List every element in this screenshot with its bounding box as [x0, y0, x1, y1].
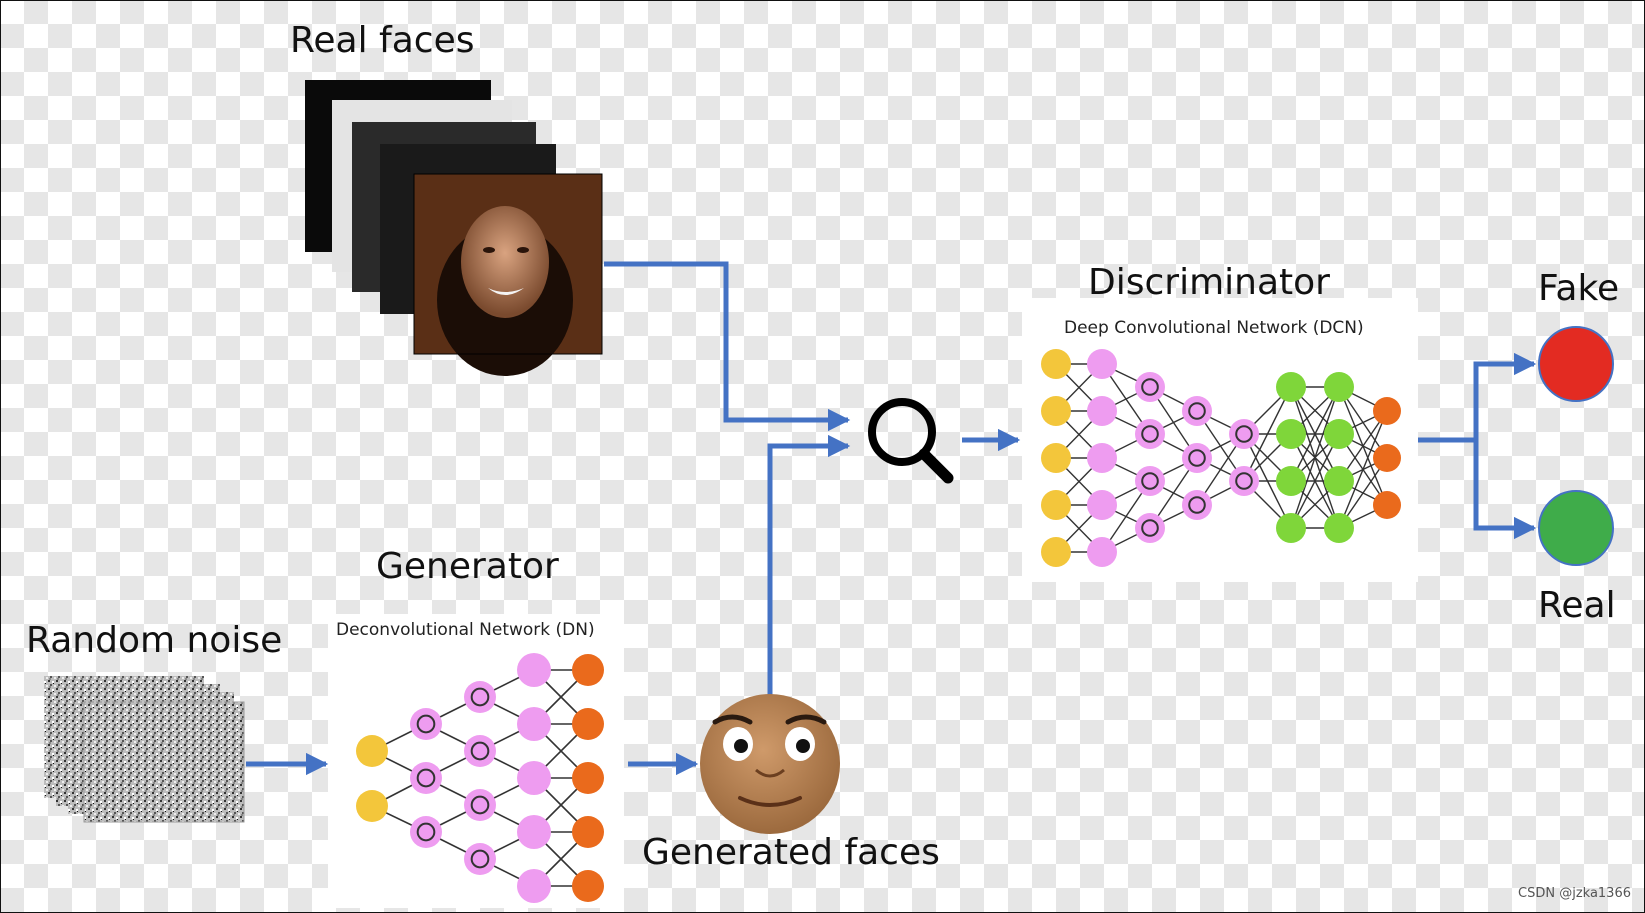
- discriminator-node: [1182, 396, 1212, 426]
- discriminator-network: [1041, 349, 1401, 567]
- discriminator-node: [1229, 419, 1259, 449]
- generator-node: [517, 653, 551, 687]
- discriminator-node: [1135, 466, 1165, 496]
- generator-node: [517, 707, 551, 741]
- discriminator-node: [1182, 490, 1212, 520]
- discriminator-node-ring: [1188, 449, 1206, 467]
- generator-node: [517, 815, 551, 849]
- generator-node-ring: [470, 687, 490, 707]
- discriminator-node-ring: [1188, 496, 1206, 514]
- discriminator-network-title: Deep Convolutional Network (DCN): [1064, 318, 1364, 338]
- discriminator-edge: [1290, 433, 1340, 529]
- discriminator-node: [1087, 490, 1117, 520]
- generator-node-ring: [416, 822, 436, 842]
- generator-node: [410, 762, 442, 794]
- discriminator-node: [1087, 537, 1117, 567]
- flow-arrows: [246, 261, 1537, 776]
- discriminator-node: [1276, 466, 1306, 496]
- discriminator-node-ring: [1235, 472, 1253, 490]
- generator-node: [572, 816, 604, 848]
- generator-node: [517, 761, 551, 795]
- generator-node: [410, 708, 442, 740]
- discriminator-node-ring: [1141, 378, 1159, 396]
- discriminator-node: [1135, 419, 1165, 449]
- discriminator-node: [1135, 372, 1165, 402]
- generator-node-ring: [416, 768, 436, 788]
- discriminator-node: [1041, 349, 1071, 379]
- real-label: Real: [1538, 585, 1616, 626]
- discriminator-node: [1087, 349, 1117, 379]
- random-noise-label: Random noise: [26, 620, 283, 661]
- discriminator-node-ring: [1141, 519, 1159, 537]
- random-noise-stack: [44, 676, 245, 823]
- generator-node-ring: [470, 795, 490, 815]
- generator-node: [572, 654, 604, 686]
- generated-faces-label: Generated faces: [642, 832, 940, 873]
- watermark: CSDN @jzka1366: [1518, 886, 1631, 901]
- real-faces-label: Real faces: [290, 20, 475, 61]
- discriminator-node-ring: [1188, 402, 1206, 420]
- generator-node: [464, 843, 496, 875]
- discriminator-node: [1135, 513, 1165, 543]
- discriminator-edge: [1290, 386, 1340, 529]
- discriminator-node: [1182, 443, 1212, 473]
- discriminator-edge: [1243, 386, 1292, 482]
- generator-node: [464, 681, 496, 713]
- fake-output-node: [1538, 326, 1614, 402]
- generator-node-ring: [470, 849, 490, 869]
- generator-nodes: [356, 653, 604, 903]
- discriminator-node: [1276, 513, 1306, 543]
- to-fake-arrow: [1418, 352, 1537, 443]
- discriminator-node-ring: [1141, 425, 1159, 443]
- to-real-arrow: [1473, 440, 1537, 540]
- generator-node: [464, 789, 496, 821]
- generator-node: [572, 870, 604, 902]
- discriminator-node: [1324, 419, 1354, 449]
- discriminator-node: [1373, 444, 1401, 472]
- generator-label: Generator: [376, 546, 559, 587]
- discriminator-node: [1276, 372, 1306, 402]
- discriminator-node: [1324, 466, 1354, 496]
- real-faces-stack: [305, 80, 603, 376]
- fake-label: Fake: [1538, 268, 1620, 309]
- real-faces-to-discriminator-arrow: [604, 261, 851, 432]
- discriminator-node: [1373, 397, 1401, 425]
- generator-node: [356, 735, 388, 767]
- discriminator-node: [1229, 466, 1259, 496]
- generator-node: [410, 816, 442, 848]
- real-output-node: [1538, 490, 1614, 566]
- generated-to-discriminator-arrow: [767, 434, 851, 698]
- discriminator-node: [1373, 491, 1401, 519]
- discriminator-node: [1324, 372, 1354, 402]
- discriminator-node: [1041, 443, 1071, 473]
- generator-node: [464, 735, 496, 767]
- discriminator-edge: [1338, 410, 1388, 529]
- discriminator-node: [1324, 513, 1354, 543]
- discriminator-node: [1041, 537, 1071, 567]
- discriminator-node: [1087, 396, 1117, 426]
- discriminator-node: [1276, 419, 1306, 449]
- generator-node: [572, 762, 604, 794]
- generator-network: [356, 653, 604, 903]
- discriminator-node: [1041, 490, 1071, 520]
- generator-node-ring: [416, 714, 436, 734]
- generator-network-title: Deconvolutional Network (DN): [336, 620, 595, 640]
- generator-node: [356, 790, 388, 822]
- generator-node: [572, 708, 604, 740]
- discriminator-node-ring: [1141, 472, 1159, 490]
- discriminator-node: [1087, 443, 1117, 473]
- discriminator-node-ring: [1235, 425, 1253, 443]
- cartoon-face-icon: [700, 694, 840, 834]
- magnifier-icon: [868, 398, 954, 484]
- discriminator-nodes: [1041, 349, 1401, 567]
- generator-node: [517, 869, 551, 903]
- discriminator-edge: [1290, 386, 1340, 482]
- discriminator-node: [1041, 396, 1071, 426]
- discriminator-label: Discriminator: [1088, 262, 1330, 303]
- generator-node-ring: [470, 741, 490, 761]
